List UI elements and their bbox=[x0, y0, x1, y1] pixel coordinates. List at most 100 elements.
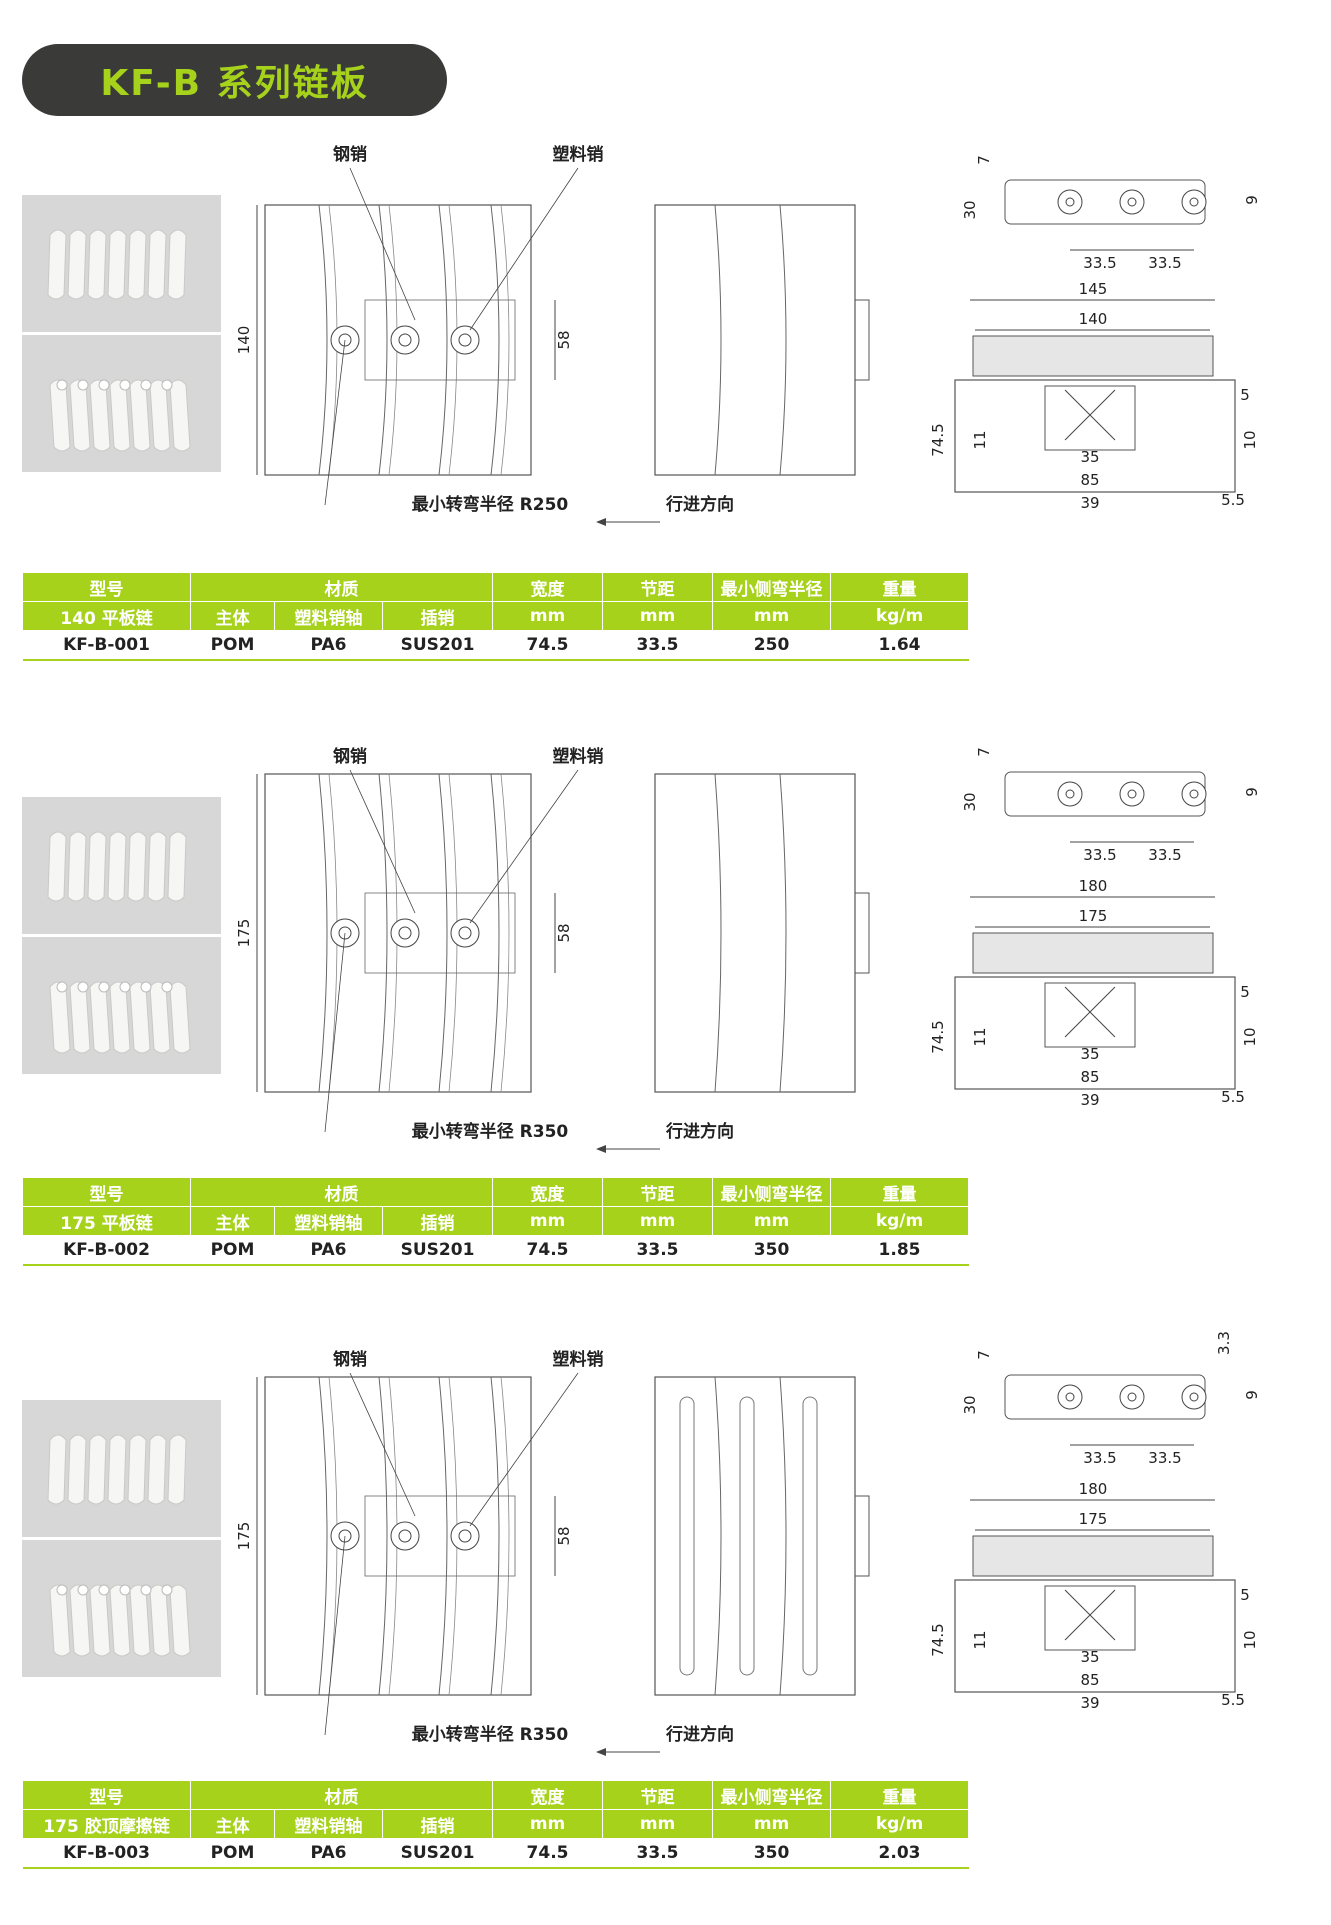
product-photo-2 bbox=[22, 937, 221, 1074]
dim-width-inner: 140 bbox=[1079, 310, 1108, 328]
dim-35: 35 bbox=[1080, 1045, 1099, 1063]
dim-5-5: 5.5 bbox=[1221, 1691, 1245, 1709]
dim-5: 5 bbox=[1240, 1586, 1250, 1604]
cell-width: 74.5 bbox=[492, 1235, 603, 1266]
dim-pitch-1: 33.5 bbox=[1083, 846, 1116, 864]
cell-product-name: 175 平板链 bbox=[22, 1206, 191, 1236]
th-unit-width: mm bbox=[492, 1809, 604, 1839]
dim-5-5: 5.5 bbox=[1221, 491, 1245, 509]
th-material: 材质 bbox=[189, 1780, 494, 1810]
label-direction: 行进方向 bbox=[665, 494, 734, 515]
cell-weight: 1.85 bbox=[830, 1235, 969, 1266]
th-body: 主体 bbox=[190, 1809, 275, 1839]
th-width: 宽度 bbox=[492, 1177, 604, 1207]
page-title: KF-B 系列链板 bbox=[100, 63, 369, 104]
th-material: 材质 bbox=[189, 572, 494, 602]
th-unit-radius: mm bbox=[712, 1206, 832, 1236]
cell-product-name: 140 平板链 bbox=[22, 601, 191, 631]
dim-85: 85 bbox=[1080, 1068, 1099, 1086]
dim-7: 7 bbox=[975, 747, 993, 757]
th-unit-weight: kg/m bbox=[830, 1206, 970, 1236]
dim-39: 39 bbox=[1080, 494, 1099, 512]
cell-radius: 350 bbox=[712, 1838, 831, 1869]
cell-width: 74.5 bbox=[492, 1838, 603, 1869]
cell-pitch: 33.5 bbox=[602, 1235, 713, 1266]
dim-39: 39 bbox=[1080, 1694, 1099, 1712]
product-photo-1 bbox=[22, 797, 221, 934]
th-model: 型号 bbox=[22, 1177, 191, 1207]
th-min-radius: 最小侧弯半径 bbox=[712, 572, 832, 602]
th-min-radius: 最小侧弯半径 bbox=[712, 1177, 832, 1207]
cell-body: POM bbox=[190, 1838, 275, 1869]
cell-code: KF-B-002 bbox=[22, 1235, 191, 1266]
th-width: 宽度 bbox=[492, 572, 604, 602]
dim-39: 39 bbox=[1080, 1091, 1099, 1109]
dim-pitch-2: 33.5 bbox=[1148, 846, 1181, 864]
cell-pin: SUS201 bbox=[382, 1235, 493, 1266]
th-material: 材质 bbox=[189, 1177, 494, 1207]
cell-code: KF-B-001 bbox=[22, 630, 191, 661]
dim-pin-span: 58 bbox=[555, 923, 573, 942]
label-steel-pin: 钢销 bbox=[333, 144, 367, 165]
th-plastic-axis: 塑料销轴 bbox=[274, 1809, 383, 1839]
dim-35: 35 bbox=[1080, 448, 1099, 466]
dim-74-5: 74.5 bbox=[929, 423, 947, 456]
th-pin: 插销 bbox=[381, 1206, 494, 1236]
label-min-radius: 最小转弯半径 R350 bbox=[412, 1724, 569, 1745]
th-weight: 重量 bbox=[830, 1177, 970, 1207]
product-photo-2 bbox=[22, 1540, 221, 1677]
dim-85: 85 bbox=[1080, 471, 1099, 489]
th-unit-pitch: mm bbox=[602, 601, 714, 631]
dim-30: 30 bbox=[961, 792, 979, 811]
cell-plastic-axis: PA6 bbox=[274, 1235, 383, 1266]
dim-35: 35 bbox=[1080, 1648, 1099, 1666]
th-unit-weight: kg/m bbox=[830, 1809, 970, 1839]
label-min-radius: 最小转弯半径 R350 bbox=[412, 1121, 569, 1142]
th-unit-radius: mm bbox=[712, 601, 832, 631]
cell-plastic-axis: PA6 bbox=[274, 630, 383, 661]
dim-pitch-1: 33.5 bbox=[1083, 1449, 1116, 1467]
dim-width-inner: 175 bbox=[1079, 907, 1108, 925]
dim-10: 10 bbox=[1241, 430, 1259, 449]
th-plastic-axis: 塑料销轴 bbox=[274, 1206, 383, 1236]
cell-width: 74.5 bbox=[492, 630, 603, 661]
th-model: 型号 bbox=[22, 1780, 191, 1810]
cell-code: KF-B-003 bbox=[22, 1838, 191, 1869]
page-title-banner: KF-B 系列链板 bbox=[22, 44, 447, 116]
dim-11: 11 bbox=[971, 430, 989, 449]
dim-5-5: 5.5 bbox=[1221, 1088, 1245, 1106]
label-direction: 行进方向 bbox=[665, 1121, 734, 1142]
th-pitch: 节距 bbox=[602, 1177, 714, 1207]
dim-5: 5 bbox=[1240, 983, 1250, 1001]
th-unit-pitch: mm bbox=[602, 1809, 714, 1839]
dim-7: 7 bbox=[975, 155, 993, 165]
th-unit-width: mm bbox=[492, 601, 604, 631]
cell-radius: 250 bbox=[712, 630, 831, 661]
product-photo-1 bbox=[22, 1400, 221, 1537]
label-min-radius: 最小转弯半径 R250 bbox=[412, 494, 569, 515]
dim-9: 9 bbox=[1243, 787, 1261, 797]
th-width: 宽度 bbox=[492, 1780, 604, 1810]
cell-pitch: 33.5 bbox=[602, 630, 713, 661]
th-model: 型号 bbox=[22, 572, 191, 602]
dim-chain-height: 140 bbox=[235, 326, 253, 355]
dim-74-5: 74.5 bbox=[929, 1020, 947, 1053]
dim-chain-height: 175 bbox=[235, 919, 253, 948]
th-weight: 重量 bbox=[830, 1780, 970, 1810]
th-min-radius: 最小侧弯半径 bbox=[712, 1780, 832, 1810]
th-pin: 插销 bbox=[381, 1809, 494, 1839]
dim-pitch-1: 33.5 bbox=[1083, 254, 1116, 272]
cell-pin: SUS201 bbox=[382, 1838, 493, 1869]
dim-width-outer: 180 bbox=[1079, 1480, 1108, 1498]
cell-body: POM bbox=[190, 630, 275, 661]
dim-9: 9 bbox=[1243, 195, 1261, 205]
